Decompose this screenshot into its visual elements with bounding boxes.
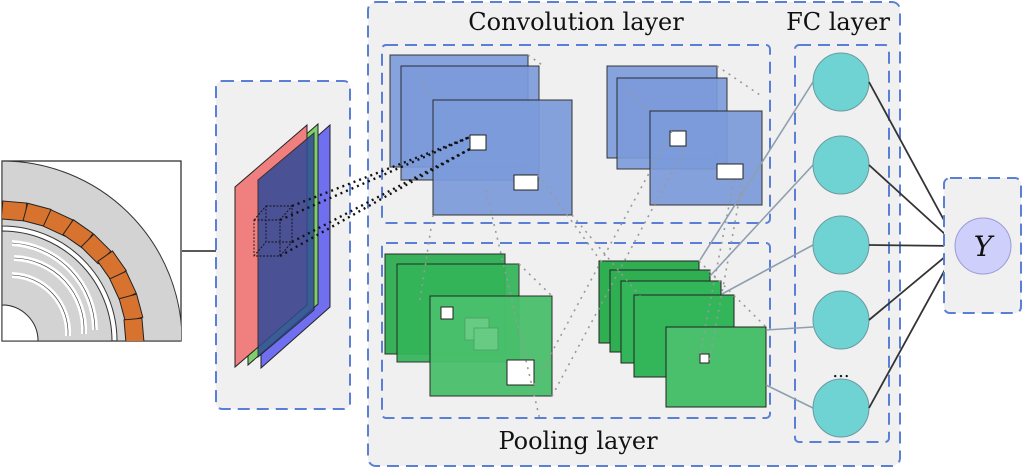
pooling-layer-panel [381, 242, 771, 419]
conv1-output-window [513, 174, 539, 191]
fc-node-3 [812, 215, 870, 275]
conv2-output-window [716, 163, 744, 180]
motor-stator-slots [2, 200, 145, 341]
fc-node-5 [812, 378, 870, 438]
fc-layer-title: FC layer [786, 8, 890, 36]
pooling-layer-title: Pooling layer [498, 427, 658, 455]
input-to-conv-projections [279, 135, 471, 258]
convolution-layer-title: Convolution layer [468, 8, 684, 36]
feature-map-connections [419, 54, 767, 421]
conv1-kernel-window [469, 134, 487, 151]
motor-shaft [2, 304, 39, 341]
conv-feature-maps-1 [389, 54, 573, 216]
receptive-field-cube [253, 205, 293, 257]
fc-node-1 [812, 52, 870, 112]
conv2-kernel-window [669, 130, 687, 147]
fc-layer-panel [794, 44, 890, 443]
motor-cross-section-image [1, 160, 182, 342]
pool-to-fc-connections [699, 81, 814, 409]
input-channel-dark [257, 131, 315, 359]
convolution-layer-panel [381, 44, 771, 224]
pool2-window [699, 353, 710, 364]
fc-node-4 [812, 290, 870, 350]
fc-node-2 [812, 135, 870, 195]
conv-feature-maps-2 [606, 65, 763, 206]
output-node [954, 217, 1012, 275]
pool1-output-window [506, 359, 535, 386]
pool-feature-maps-2 [598, 260, 767, 408]
pool1-kernel-window [440, 306, 454, 320]
fc-ellipsis: ... [832, 361, 849, 382]
fc-nodes [812, 52, 870, 438]
input-channels [234, 122, 331, 370]
pool-feature-maps-1 [384, 253, 553, 397]
output-label: Y [974, 230, 995, 263]
